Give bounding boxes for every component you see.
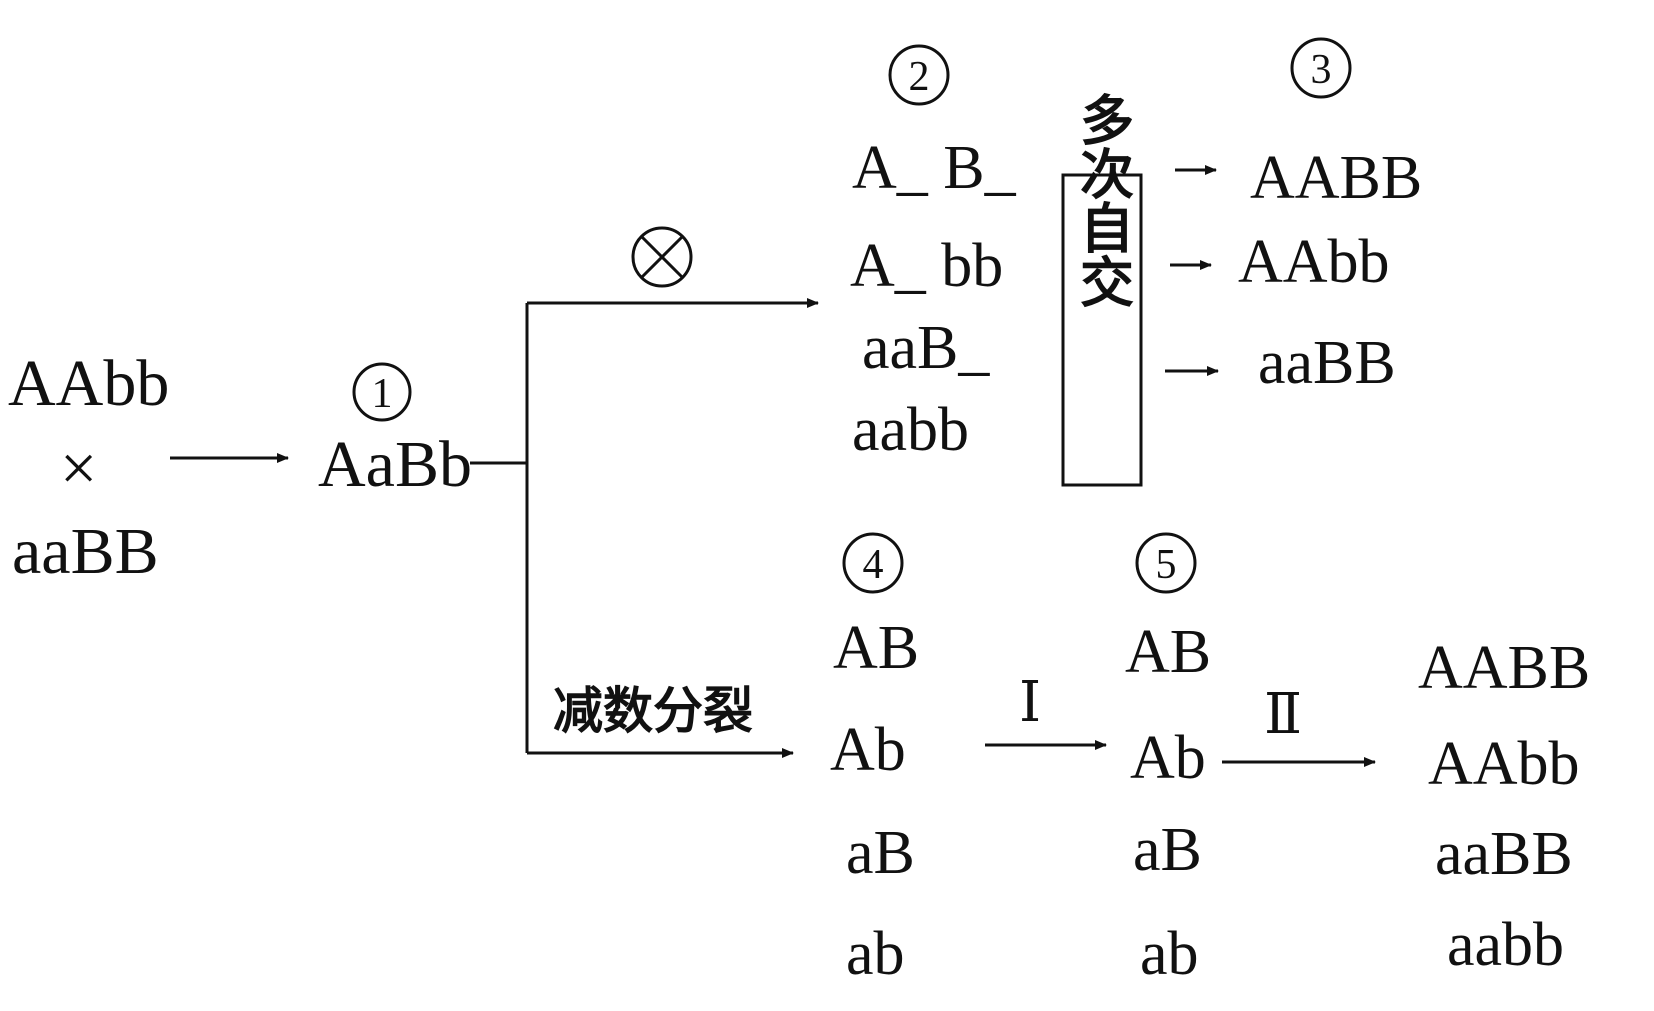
gamete-4: ab — [846, 920, 905, 988]
step-2-label: Ⅱ — [1264, 684, 1302, 746]
haploid-2: Ab — [1130, 724, 1206, 792]
f2-class-3: aaB_ — [862, 314, 990, 382]
selfing-symbol — [631, 226, 693, 288]
final-result-4: aabb — [1447, 911, 1564, 979]
marker-1-circle — [352, 362, 412, 422]
step-1-label: Ⅰ — [1019, 672, 1041, 734]
selfing-result-2: AAbb — [1238, 228, 1390, 296]
f2-class-1: A_ B_ — [852, 134, 1017, 202]
final-result-1: AABB — [1418, 634, 1590, 702]
selfing-result-1: AABB — [1250, 144, 1422, 212]
repeated-selfing-box — [1061, 173, 1143, 487]
f2-class-4: aabb — [852, 396, 969, 464]
marker-2-number: 2 — [909, 54, 930, 100]
final-result-2: AAbb — [1428, 730, 1580, 798]
marker-1-number: 1 — [372, 371, 393, 417]
haploid-3: aB — [1133, 816, 1202, 884]
parent-2-genotype: aaBB — [12, 515, 159, 588]
cross-symbol: × — [60, 432, 97, 505]
haploid-1: AB — [1125, 618, 1211, 686]
marker-2-circle — [888, 44, 950, 106]
final-result-3: aaBB — [1435, 820, 1573, 888]
marker-3-circle — [1290, 37, 1352, 99]
f2-class-2: A_ bb — [850, 232, 1003, 300]
selfing-result-3: aaBB — [1258, 329, 1396, 397]
marker-5-circle — [1135, 532, 1197, 594]
gamete-3: aB — [846, 819, 915, 887]
f1-genotype: AaBb — [318, 428, 472, 501]
parent-1-genotype: AAbb — [8, 347, 169, 420]
meiosis-label: 减数分裂 — [553, 682, 753, 740]
gamete-1: AB — [833, 614, 919, 682]
marker-4-number: 4 — [863, 542, 884, 588]
haploid-4: ab — [1140, 920, 1199, 988]
marker-3-number: 3 — [1311, 47, 1332, 93]
marker-4-circle — [842, 532, 904, 594]
repeated-selfing-label: 多次自交 — [1071, 92, 1134, 308]
marker-5-number: 5 — [1156, 542, 1177, 588]
gamete-2: Ab — [830, 716, 906, 784]
